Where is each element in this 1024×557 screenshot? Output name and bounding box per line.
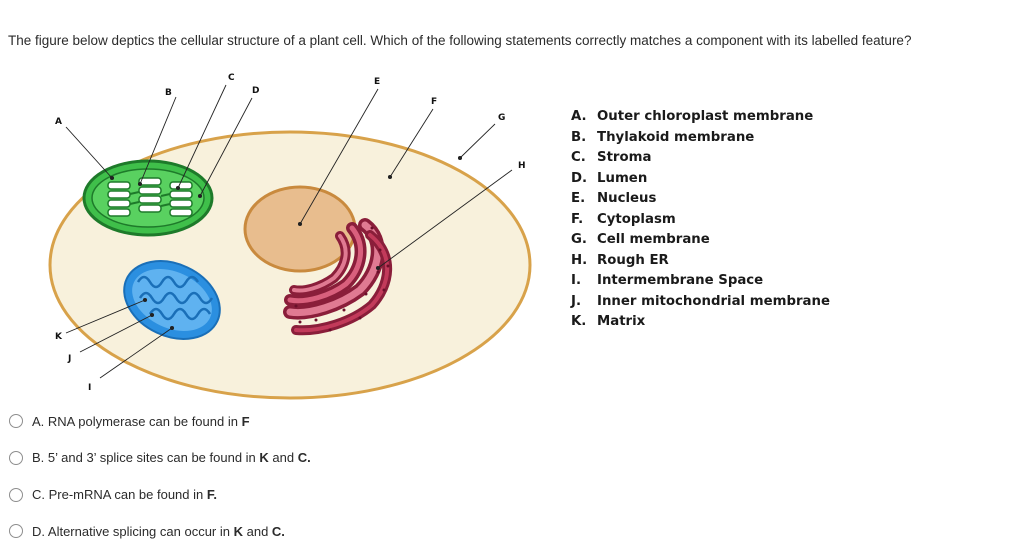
plant-cell-diagram: A B C D E F G H I J K — [48, 73, 532, 400]
option-text: C. Pre-mRNA can be found in F. — [32, 487, 217, 503]
legend-item: A.Outer chloroplast membrane — [571, 109, 814, 124]
rough-er-shape — [283, 218, 393, 336]
legend-item: D.Lumen — [571, 170, 648, 186]
legend-list: A.Outer chloroplast membrane B.Thylakoid… — [571, 107, 830, 333]
diagram-label-a: A — [55, 117, 62, 127]
radio-button[interactable] — [9, 487, 23, 502]
diagram-label-j: J — [67, 354, 71, 364]
radio-button[interactable] — [9, 450, 23, 465]
legend-item: K.Matrix — [571, 314, 646, 329]
leader-lines — [65, 84, 513, 379]
legend-item: G.Cell membrane — [571, 232, 710, 247]
radio-button[interactable] — [9, 414, 23, 428]
radio-button[interactable] — [9, 524, 23, 539]
diagram-label-d: D — [252, 86, 259, 96]
answer-option-c[interactable]: C. Pre-mRNA can be found in F. — [9, 484, 311, 506]
diagram-label-g: G — [498, 113, 505, 123]
diagram-label-i: I — [88, 383, 91, 393]
diagram-label-f: F — [431, 97, 437, 107]
question-text: The figure below deptics the cellular st… — [8, 33, 912, 48]
legend-item: J.Inner mitochondrial membrane — [571, 293, 830, 309]
legend-item: C.Stroma — [571, 150, 652, 165]
legend-item: B.Thylakoid membrane — [571, 129, 755, 145]
option-text: A. RNA polymerase can be found in F — [32, 413, 250, 429]
diagram-label-k: K — [55, 332, 63, 342]
diagram-label-e: E — [374, 77, 380, 87]
diagram-label-c: C — [228, 73, 235, 83]
legend-item: H.Rough ER — [571, 252, 669, 268]
answer-options: A. RNA polymerase can be found in F B. 5… — [9, 410, 311, 557]
nucleus-shape — [243, 185, 357, 273]
diagram-label-b: B — [165, 88, 172, 98]
answer-option-b[interactable]: B. 5’ and 3’ splice sites can be found i… — [9, 447, 311, 469]
legend-item: I.Intermembrane Space — [571, 273, 764, 288]
diagram-label-h: H — [518, 161, 526, 171]
legend-item: F.Cytoplasm — [571, 211, 676, 227]
chloroplast-shape — [82, 159, 214, 237]
answer-option-d[interactable]: D. Alternative splicing can occur in K a… — [9, 520, 311, 542]
option-text: B. 5’ and 3’ splice sites can be found i… — [32, 450, 311, 466]
option-text: D. Alternative splicing can occur in K a… — [32, 523, 285, 539]
legend-item: E.Nucleus — [571, 191, 657, 206]
answer-option-a[interactable]: A. RNA polymerase can be found in F — [9, 410, 311, 432]
